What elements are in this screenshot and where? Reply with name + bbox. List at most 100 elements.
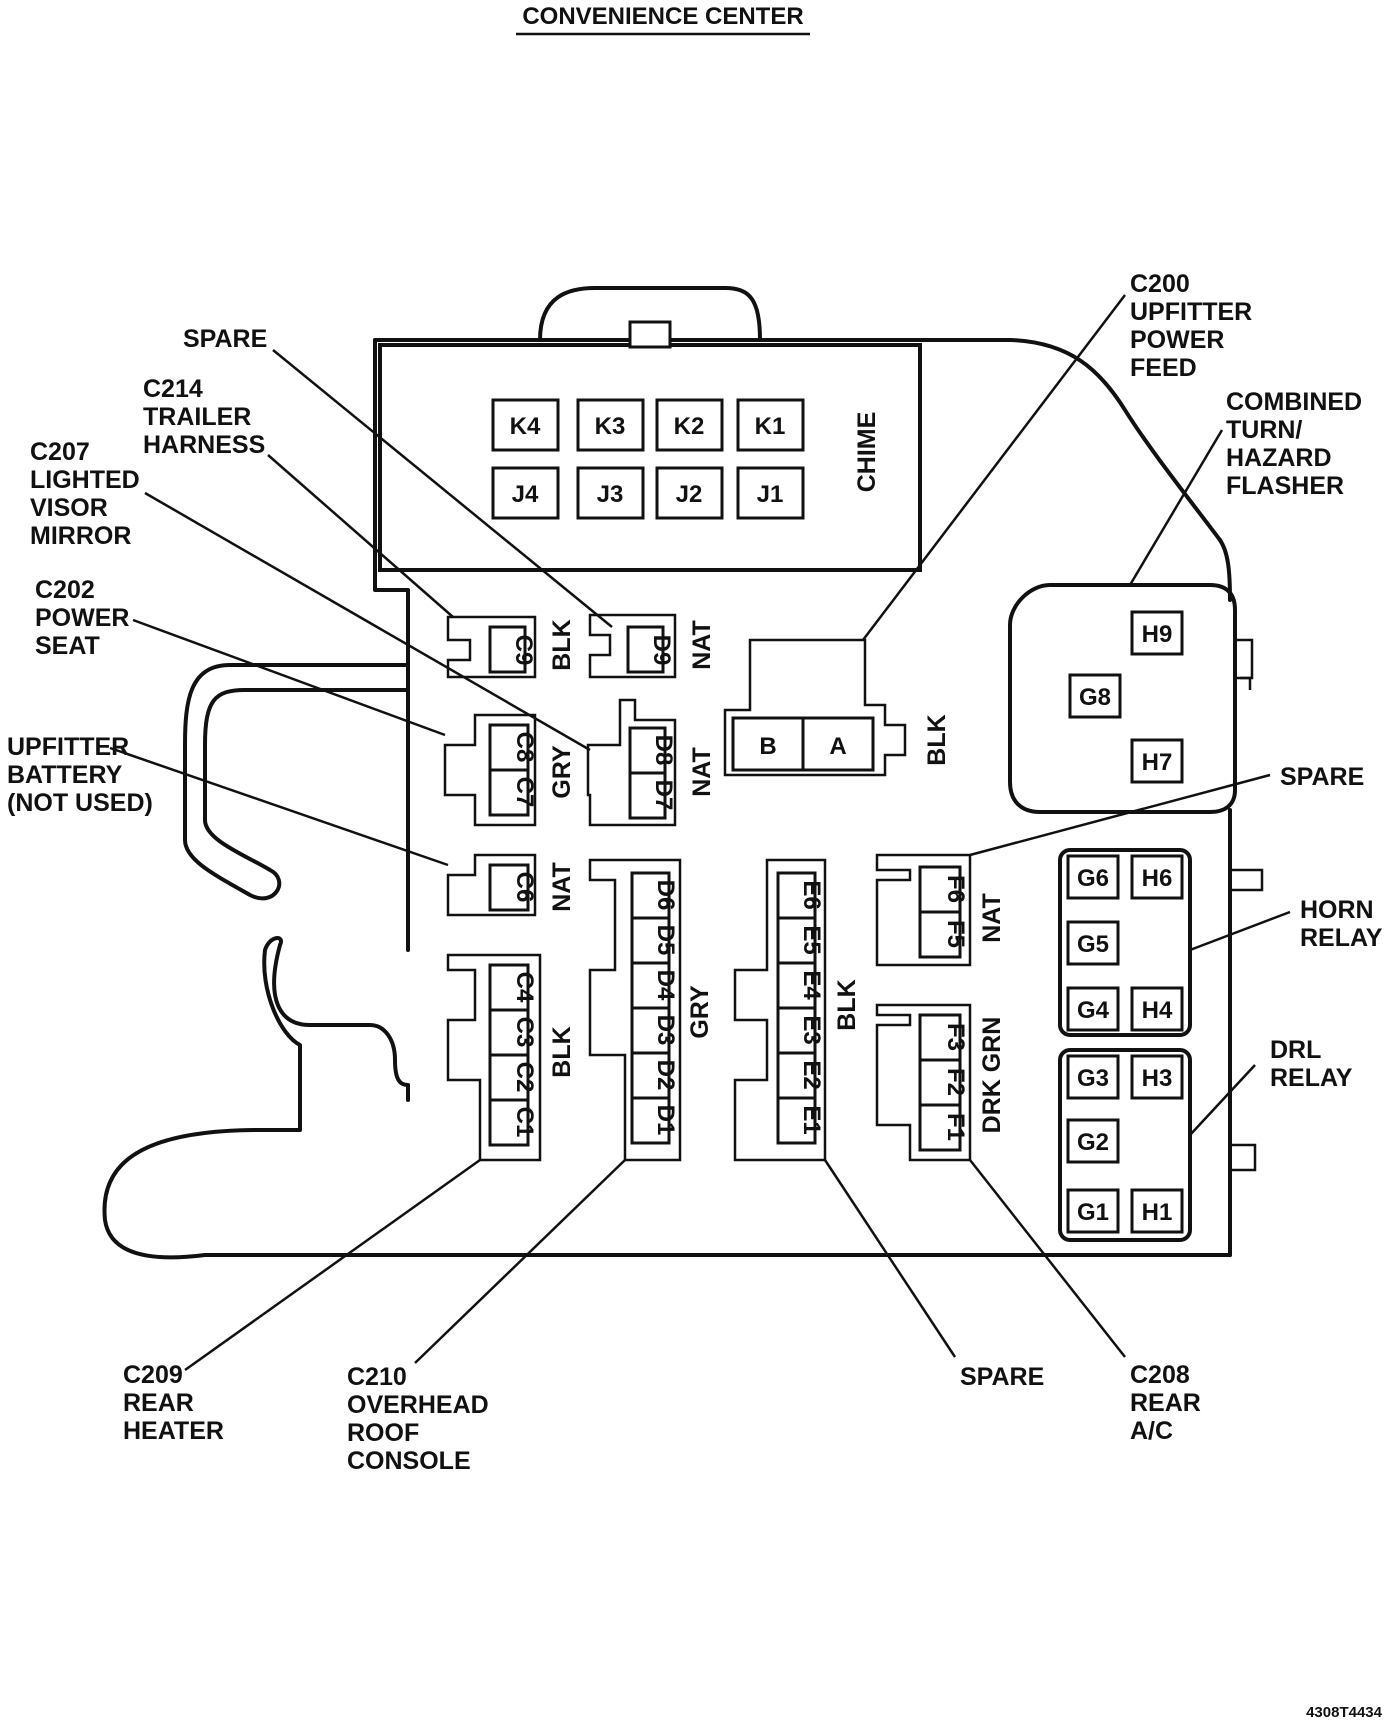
svg-text:POWER: POWER <box>1130 326 1224 354</box>
svg-text:LIGHTED: LIGHTED <box>30 466 140 494</box>
wire-color-e-block: BLK <box>833 979 861 1030</box>
pin-g3: G3 <box>1077 1065 1109 1092</box>
svg-text:TRAILER: TRAILER <box>143 403 251 431</box>
relay-block-frame <box>378 343 922 572</box>
svg-text:RELAY: RELAY <box>1270 1064 1353 1092</box>
diagram-title: CONVENIENCE CENTER <box>522 3 803 30</box>
pin-c9: C9 <box>510 635 537 666</box>
relay-slot-j3: J3 <box>576 466 645 520</box>
pin-g4: G4 <box>1077 997 1110 1024</box>
callout-spare-top: SPARE <box>183 325 267 353</box>
chime-label: CHIME <box>853 412 881 493</box>
svg-text:HAZARD: HAZARD <box>1226 444 1332 472</box>
pin-d8: D8 <box>650 735 677 766</box>
wire-color-c6: NAT <box>548 862 576 912</box>
pin-d3: D3 <box>652 1015 679 1046</box>
pin-h6: H6 <box>1142 865 1173 892</box>
pin-f5: F5 <box>942 920 969 948</box>
svg-text:SEAT: SEAT <box>35 632 100 660</box>
pin-h1: H1 <box>1142 1199 1173 1226</box>
relay-block-latch <box>628 320 672 349</box>
figure-reference: 4308T4434 <box>1306 1704 1383 1721</box>
svg-text:SPARE: SPARE <box>183 325 267 353</box>
pin-c6: C6 <box>511 872 538 903</box>
svg-text:OVERHEAD: OVERHEAD <box>347 1391 489 1419</box>
svg-text:FEED: FEED <box>1130 354 1197 382</box>
svg-text:K1: K1 <box>755 413 786 440</box>
pin-d1: D1 <box>652 1105 679 1136</box>
pin-h4: H4 <box>1142 997 1173 1024</box>
pin-c8: C8 <box>511 732 538 763</box>
connector-f-block: F3 F2 F1 DRK GRN <box>875 1003 1006 1162</box>
leader-lines <box>109 294 1291 1372</box>
callout-flasher: COMBINED TURN/ HAZARD FLASHER <box>1226 388 1362 500</box>
relay-slot-j4: J4 <box>491 466 560 520</box>
pin-a: A <box>829 733 846 760</box>
pin-b: B <box>759 733 776 760</box>
pin-c4: C4 <box>511 972 538 1003</box>
wire-color-f6f5: NAT <box>978 893 1006 943</box>
wire-color-f-block: DRK GRN <box>978 1017 1006 1134</box>
callout-c210: C210 OVERHEAD ROOF CONSOLE <box>347 1363 489 1475</box>
relay-slot-k4: K4 <box>491 398 560 452</box>
svg-text:HARNESS: HARNESS <box>143 431 265 459</box>
svg-text:POWER: POWER <box>35 604 129 632</box>
pin-e2: E2 <box>798 1060 825 1089</box>
pin-d4: D4 <box>652 970 679 1001</box>
relay-slot-j1: J1 <box>736 466 805 520</box>
svg-text:J2: J2 <box>676 481 703 508</box>
svg-text:C210: C210 <box>347 1363 407 1391</box>
pin-g2: G2 <box>1077 1129 1109 1156</box>
connector-c-block: C4 C3 C2 C1 BLK <box>446 953 576 1162</box>
callout-spare-bottom: SPARE <box>960 1363 1044 1391</box>
pin-c7: C7 <box>511 777 538 808</box>
pin-c2: C2 <box>511 1062 538 1093</box>
callout-c202: C202 POWER SEAT <box>35 576 129 660</box>
pin-e1: E1 <box>798 1105 825 1134</box>
svg-text:RELAY: RELAY <box>1300 924 1383 952</box>
connector-e-block: E6 E5 E4 E3 E2 E1 BLK <box>733 858 861 1162</box>
pin-f2: F2 <box>942 1068 969 1096</box>
callout-c207: C207 LIGHTED VISOR MIRROR <box>30 438 140 550</box>
callout-spare-right: SPARE <box>1280 763 1364 791</box>
svg-text:C200: C200 <box>1130 270 1190 298</box>
pin-d6: D6 <box>652 880 679 911</box>
svg-text:VISOR: VISOR <box>30 494 108 522</box>
callout-drl-relay: DRL RELAY <box>1270 1036 1353 1092</box>
connector-f6f5: F6 F5 NAT <box>875 853 1006 967</box>
svg-text:C209: C209 <box>123 1361 183 1389</box>
connector-d9: D9 NAT <box>588 613 716 679</box>
pin-h3: H3 <box>1142 1065 1173 1092</box>
flasher-module: H9 G8 H7 <box>1008 583 1254 814</box>
svg-text:A/C: A/C <box>1130 1417 1173 1445</box>
callout-c208: C208 REAR A/C <box>1130 1361 1201 1445</box>
drl-relay-module: G3 H3 G2 G1 H1 <box>1058 1048 1192 1242</box>
wire-color-d9: NAT <box>688 620 716 670</box>
pin-d7: D7 <box>650 780 677 811</box>
svg-text:TURN/: TURN/ <box>1226 416 1302 444</box>
relay-slot-k3: K3 <box>576 398 645 452</box>
svg-text:DRL: DRL <box>1270 1036 1321 1064</box>
svg-text:SPARE: SPARE <box>960 1363 1044 1391</box>
connector-d8d7: D8 D7 NAT <box>586 698 716 827</box>
svg-text:COMBINED: COMBINED <box>1226 388 1362 416</box>
svg-text:UPFITTER: UPFITTER <box>1130 298 1252 326</box>
pin-c1: C1 <box>511 1107 538 1138</box>
svg-text:J3: J3 <box>597 481 624 508</box>
pin-e6: E6 <box>798 880 825 909</box>
callout-c214: C214 TRAILER HARNESS <box>143 375 265 459</box>
wire-color-c9: BLK <box>548 619 576 670</box>
svg-text:(NOT USED): (NOT USED) <box>7 789 153 817</box>
pin-g1: G1 <box>1077 1199 1109 1226</box>
svg-text:K2: K2 <box>674 413 705 440</box>
housing-outline <box>102 286 1264 1260</box>
wire-color-c-block: BLK <box>548 1026 576 1077</box>
chime-relay-block: CHIME K4 K3 K2 K1 J4 J3 J2 J1 <box>378 320 922 572</box>
svg-text:C207: C207 <box>30 438 90 466</box>
pin-e4: E4 <box>798 970 825 1000</box>
connector-c6: C6 NAT <box>446 853 576 917</box>
svg-text:MIRROR: MIRROR <box>30 522 131 550</box>
svg-text:C208: C208 <box>1130 1361 1190 1389</box>
